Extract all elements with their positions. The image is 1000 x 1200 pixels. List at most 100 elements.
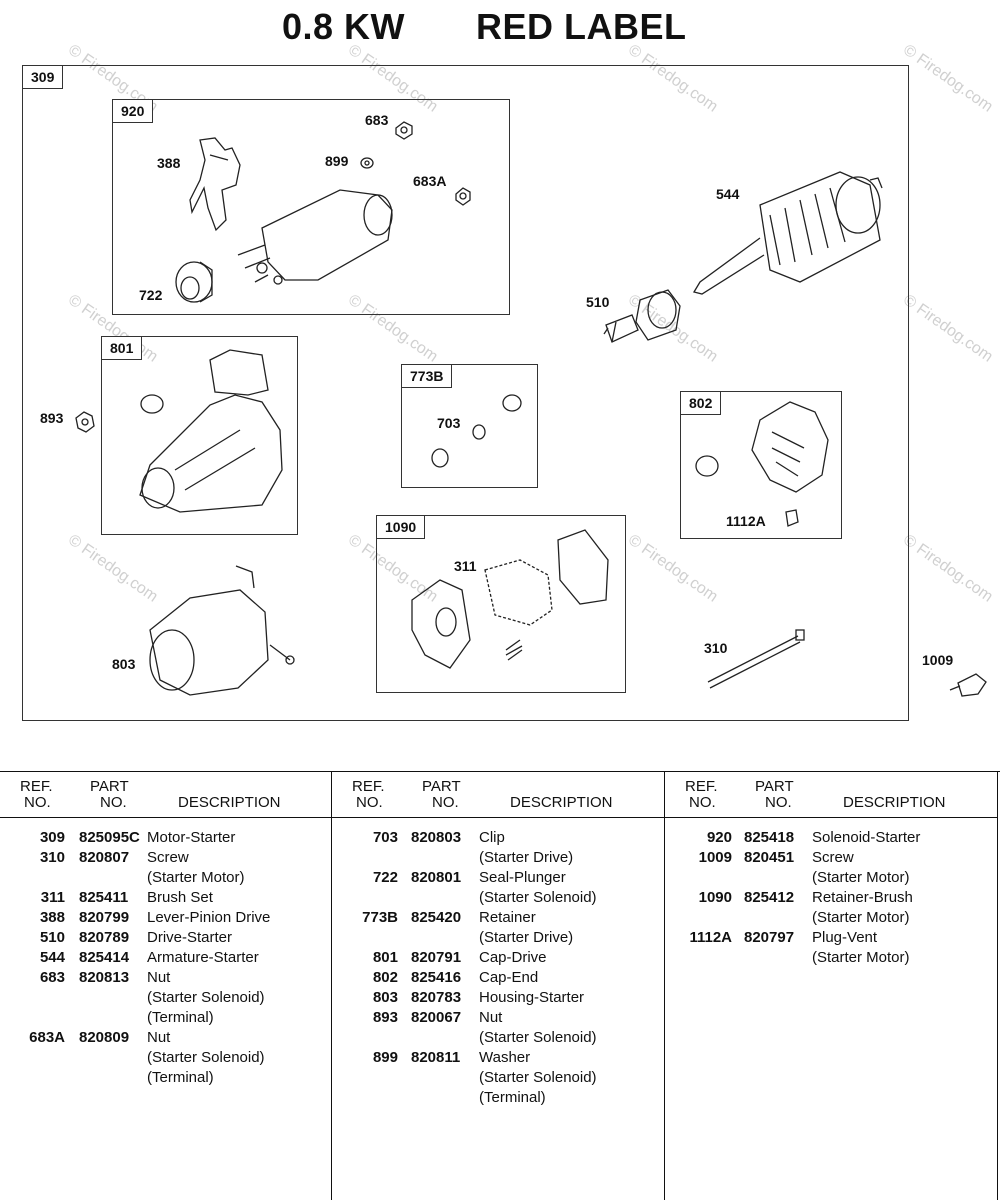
header-description: DESCRIPTION <box>510 794 613 811</box>
part-number: 820067 <box>411 1009 462 1026</box>
header-description: DESCRIPTION <box>843 794 946 811</box>
ref-number: 1112A <box>689 929 732 946</box>
table-row: (Starter Solenoid) <box>0 989 331 1009</box>
solenoid-kit-ref: 920 <box>112 99 154 123</box>
part-number: 820809 <box>79 1029 130 1046</box>
part-number: 820813 <box>79 969 130 986</box>
header-part-no: NO. <box>100 794 127 811</box>
part-number: 825414 <box>79 949 130 966</box>
part-description: Screw <box>812 849 854 866</box>
retainer-kit-box: 773B <box>401 364 538 488</box>
part-description: Seal-Plunger <box>479 869 566 886</box>
column-divider <box>997 771 998 1200</box>
solenoid-kit-box: 920 <box>112 99 510 315</box>
part-description: Retainer-Brush <box>812 889 913 906</box>
table-row: (Terminal) <box>332 1089 664 1109</box>
table-row: (Starter Motor) <box>665 949 997 969</box>
ref-number: 388 <box>39 909 65 926</box>
label-color: RED LABEL <box>476 6 687 47</box>
callout-722: 722 <box>139 287 163 303</box>
header-ref-no: NO. <box>24 794 51 811</box>
part-description: (Terminal) <box>147 1069 214 1086</box>
column-divider <box>331 771 332 1200</box>
ref-number: 683 <box>39 969 65 986</box>
part-number: 820791 <box>411 949 462 966</box>
ref-number: 311 <box>40 889 65 906</box>
callout-1112a: 1112A <box>726 513 766 529</box>
header-description: DESCRIPTION <box>178 794 281 811</box>
retainer-kit-ref: 773B <box>401 364 453 388</box>
part-number: 825420 <box>411 909 462 926</box>
part-number: 820783 <box>411 989 462 1006</box>
ref-number: 802 <box>372 969 398 986</box>
table-row: (Starter Drive) <box>332 849 664 869</box>
table-row: (Starter Solenoid) <box>0 1049 331 1069</box>
ref-number: 309 <box>39 829 65 846</box>
part-description: (Starter Motor) <box>812 949 910 966</box>
part-description: (Terminal) <box>147 1009 214 1026</box>
ref-number: 899 <box>372 1049 398 1066</box>
part-description: (Starter Drive) <box>479 929 574 946</box>
end-cap-box: 802 <box>680 391 842 539</box>
callout-1009: 1009 <box>922 652 954 668</box>
ref-number: 803 <box>372 989 398 1006</box>
callout-510: 510 <box>586 294 610 310</box>
table-row: (Terminal) <box>0 1009 331 1029</box>
retainer-clips-drawing <box>431 394 522 468</box>
callout-899: 899 <box>325 153 349 169</box>
callout-703: 703 <box>437 415 461 431</box>
seal-drawing <box>175 261 213 303</box>
part-description: Screw <box>147 849 189 866</box>
part-number: 825418 <box>744 829 795 846</box>
part-number: 820803 <box>411 829 462 846</box>
part-description: (Starter Solenoid) <box>147 989 265 1006</box>
ref-number: 310 <box>39 849 65 866</box>
table-row: (Starter Solenoid) <box>332 889 664 909</box>
table-top-rule <box>0 771 1000 772</box>
brush-retainer-ref: 1090 <box>376 515 426 539</box>
part-description: (Starter Solenoid) <box>147 1049 265 1066</box>
drive-cap-ref: 801 <box>101 336 143 360</box>
ref-number: 801 <box>372 949 398 966</box>
part-description: Nut <box>479 1009 503 1026</box>
part-description: Plug-Vent <box>812 929 878 946</box>
main-assembly-box: 309 <box>22 65 909 721</box>
callout-803: 803 <box>112 656 136 672</box>
callout-683: 683 <box>365 112 389 128</box>
table-row: (Terminal) <box>0 1069 331 1089</box>
solenoid-drawing <box>237 189 393 285</box>
part-number: 825416 <box>411 969 462 986</box>
header-ref-no: NO. <box>356 794 383 811</box>
nut-893-drawing <box>75 411 95 433</box>
table-row: (Starter Motor) <box>665 869 997 889</box>
part-description: (Starter Solenoid) <box>479 1069 597 1086</box>
part-description: Nut <box>147 969 171 986</box>
header-ref-no: NO. <box>689 794 716 811</box>
ref-number: 773B <box>362 909 398 926</box>
part-description: Drive-Starter <box>147 929 233 946</box>
callout-311: 311 <box>454 558 477 574</box>
part-number: 820801 <box>411 869 462 886</box>
header-part: PART <box>755 778 794 795</box>
header-part: PART <box>90 778 129 795</box>
header-part-no: NO. <box>765 794 792 811</box>
ref-number: 703 <box>372 829 398 846</box>
part-number: 820797 <box>744 929 795 946</box>
table-row: (Starter Solenoid) <box>332 1069 664 1089</box>
part-number: 825412 <box>744 889 795 906</box>
